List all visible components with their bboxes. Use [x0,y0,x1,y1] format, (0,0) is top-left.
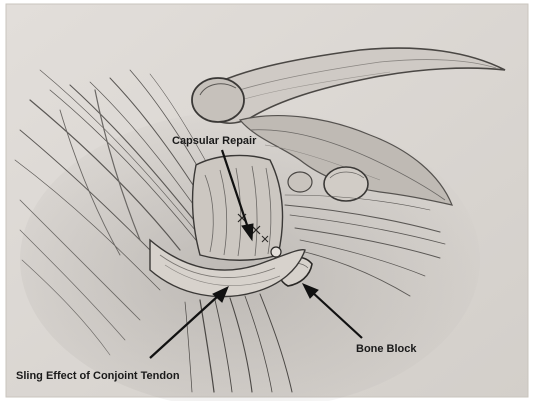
capsular-repair-label: Capsular Repair [172,136,256,147]
bone-block-label: Bone Block [356,344,417,355]
capsule-tissue [193,155,283,260]
sling-effect-label: Sling Effect of Conjoint Tendon [16,371,180,382]
